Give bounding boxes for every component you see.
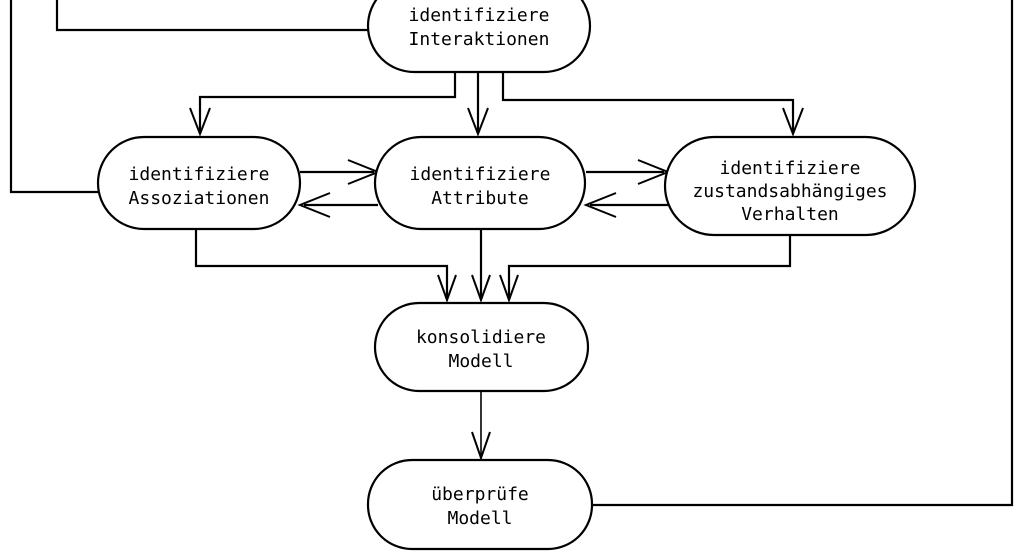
edge-konsolidiere-to-ueberpruefe: [471, 390, 491, 462]
node-ueberpruefe-line-1: überprüfe: [431, 484, 529, 505]
edge-verhalten-to-attribute: [583, 192, 668, 218]
ueberpruefe-to-offpage-right: [590, 0, 1014, 507]
node-verhalten-line-3: Verhalten: [741, 204, 839, 225]
edge-attribute-to-verhalten: [586, 159, 671, 185]
feedback-left-into-assoziationen: [9, 0, 112, 194]
node-konsolidiere-line-1: konsolidiere: [416, 327, 546, 348]
node-attribute-line-1: identifiziere: [410, 164, 551, 185]
edge-interaktionen-to-attribute: [467, 72, 489, 137]
node-konsolidiere[interactable]: konsolidiere Modell: [373, 301, 590, 393]
node-attribute[interactable]: identifiziere Attribute: [373, 135, 587, 231]
edge-assoziationen-to-konsolidiere: [194, 228, 457, 303]
node-ueberpruefe-line-2: Modell: [447, 508, 512, 529]
node-assoziationen-line-2: Assoziationen: [129, 188, 270, 209]
node-verhalten-line-1: identifiziere: [720, 158, 861, 179]
edge-assoziationen-to-attribute: [300, 159, 381, 185]
node-interaktionen-line-2: Interaktionen: [409, 29, 550, 50]
edge-interaktionen-to-assoziationen: [189, 72, 457, 137]
edge-verhalten-to-konsolidiere: [499, 235, 792, 303]
node-assoziationen[interactable]: identifiziere Assoziationen: [96, 135, 302, 231]
edge-interaktionen-to-verhalten: [501, 72, 804, 137]
node-verhalten[interactable]: identifiziere zustandsabhängiges Verhalt…: [663, 135, 917, 237]
node-verhalten-line-2: zustandsabhängiges: [692, 181, 887, 202]
node-assoziationen-line-1: identifiziere: [129, 164, 270, 185]
node-konsolidiere-line-2: Modell: [448, 351, 513, 372]
node-interaktionen-line-1: identifiziere: [409, 5, 550, 26]
edge-attribute-to-assoziationen: [297, 192, 378, 218]
node-attribute-line-2: Attribute: [431, 188, 529, 209]
node-interaktionen[interactable]: identifiziere Interaktionen: [366, 0, 592, 74]
node-ueberpruefe[interactable]: überprüfe Modell: [366, 458, 594, 551]
edge-attribute-to-konsolidiere: [471, 228, 491, 303]
feedback-left-into-interaktionen: [55, 0, 370, 32]
